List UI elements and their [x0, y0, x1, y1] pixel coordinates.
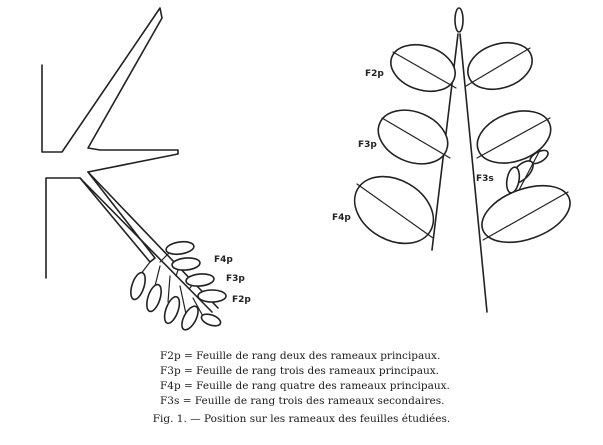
- right-label-f3p: F3p: [358, 140, 377, 150]
- leaf-f2p-left: [390, 43, 456, 93]
- lower-stem: [79, 177, 213, 313]
- legend-item-f3s: F3s = Feuille de rang trois des rameaux …: [160, 395, 445, 407]
- left-leaves: [130, 240, 227, 331]
- left-twig: [41, 7, 219, 321]
- legend-item-f2p: F2p = Feuille de rang deux des rameaux p…: [160, 350, 441, 362]
- legend-item-f4p: F4p = Feuille de rang quatre des rameaux…: [160, 380, 450, 392]
- upper-branch: [41, 7, 179, 279]
- leaf: [181, 305, 199, 331]
- leaf-f4p-right: [481, 184, 571, 244]
- legend: F2p = Feuille de rang deux des rameaux p…: [160, 349, 520, 409]
- leaf: [165, 240, 195, 256]
- legend-item-f3p: F3p = Feuille de rang trois des rameaux …: [160, 365, 439, 377]
- leaf: [163, 295, 181, 325]
- leaf: [130, 271, 146, 301]
- left-label-f2p: F2p: [232, 295, 251, 305]
- right-leaves: [353, 41, 571, 245]
- leaf-f3p-left: [377, 109, 449, 165]
- left-label-f3p: F3p: [226, 274, 245, 284]
- right-label-f4p: F4p: [332, 213, 351, 223]
- leaf: [146, 283, 162, 313]
- leaf: [197, 289, 227, 303]
- leaf: [171, 257, 201, 271]
- figure-caption: Fig. 1. — Position sur les rameaux des f…: [152, 413, 451, 425]
- left-label-f4p: F4p: [214, 255, 233, 265]
- right-label-f2p: F2p: [365, 69, 384, 79]
- right-label-f3s: F3s: [476, 174, 494, 184]
- apical-bud: [454, 7, 464, 33]
- leaf-f3p-right: [476, 110, 552, 164]
- leaf: [200, 313, 222, 327]
- leaf: [185, 273, 215, 287]
